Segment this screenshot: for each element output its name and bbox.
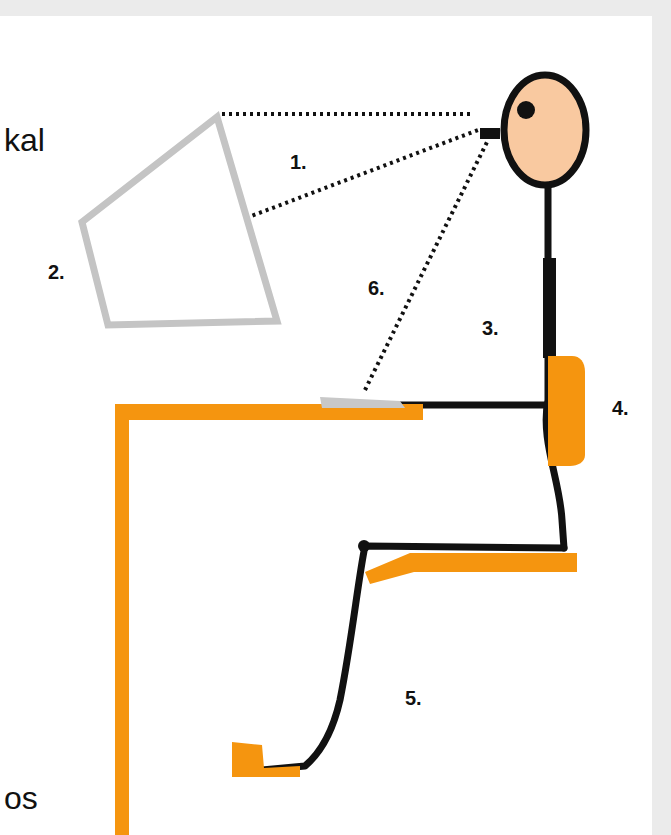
callout-number: 2.: [48, 262, 65, 282]
glasses: [480, 128, 500, 139]
monitor-outline: [82, 117, 277, 325]
callout-number: 3.: [482, 318, 499, 338]
eye: [517, 101, 535, 119]
head: [504, 75, 586, 185]
knee-dot: [358, 540, 370, 552]
cut-text: kal: [4, 124, 45, 156]
keyboard: [320, 397, 405, 408]
callout-number: 1.: [290, 152, 307, 172]
callout-number: 4.: [612, 398, 629, 418]
back-segment: [543, 258, 556, 358]
chair-seat: [365, 553, 577, 584]
sight-lines: [222, 114, 488, 390]
slide-panel: [0, 16, 652, 835]
leg-line: [262, 546, 564, 770]
cut-text: os: [4, 782, 38, 814]
desk-leg: [115, 404, 129, 835]
lumbar-support: [548, 356, 585, 466]
callout-number: 5.: [405, 688, 422, 708]
callout-number: 6.: [368, 278, 385, 298]
foot-rest: [232, 742, 300, 777]
